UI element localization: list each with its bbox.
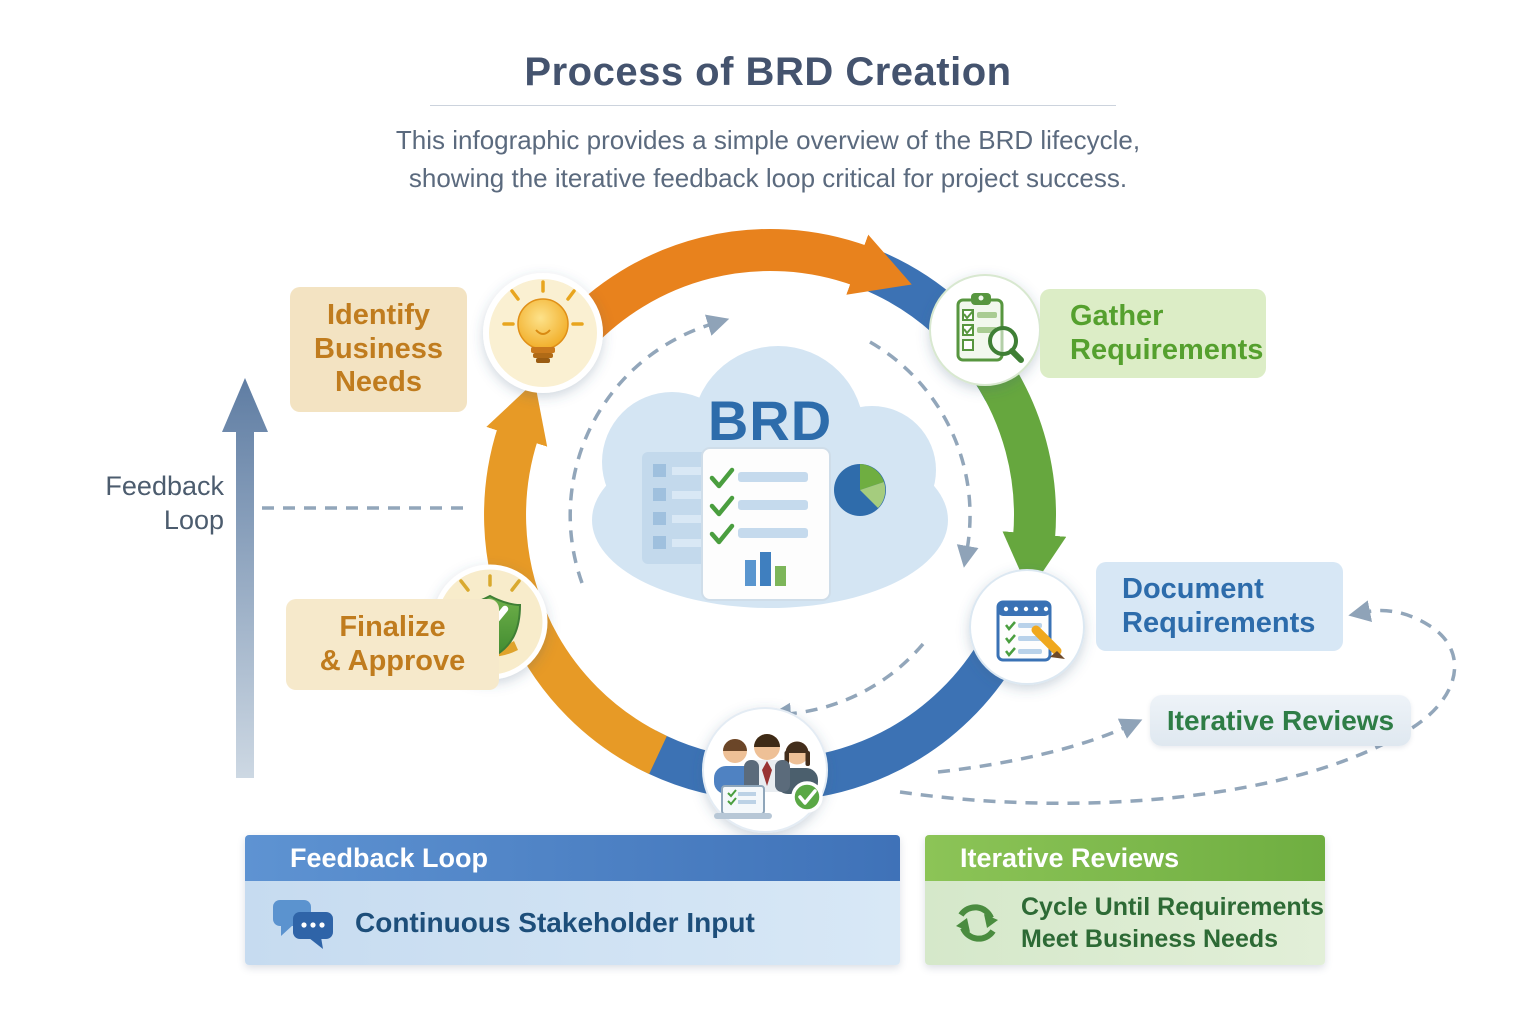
feedback-loop-panel-text: Continuous Stakeholder Input [355, 907, 755, 938]
stakeholders-people-icon [702, 707, 828, 833]
arrow-identify-to-gather [557, 228, 912, 353]
label-identify-business-needs: Identify Business Needs [290, 287, 467, 412]
brd-document-cloud-icon [592, 346, 948, 608]
feedback-loop-side-label: Feedback Loop [105, 471, 224, 535]
brd-center-label: BRD [707, 389, 833, 452]
label-finalize-approve: Finalize & Approve [286, 599, 499, 691]
label-document-requirements: Document Requirements [1096, 562, 1343, 652]
dashed-arrow-to-iterative-reviews [937, 718, 1143, 774]
iterative-reviews-panel-body: Cycle Until Requirements Meet Business N… [925, 881, 1325, 965]
feedback-loop-up-arrow [222, 378, 268, 778]
label-gather-requirements: Gather Requirements [1040, 289, 1266, 379]
chat-bubbles-icon [273, 900, 333, 949]
feedback-loop-panel-body: Continuous Stakeholder Input [245, 881, 900, 965]
feedback-loop-panel-header: Feedback Loop [245, 835, 900, 881]
inner-dashed-arrows [568, 314, 979, 725]
page-title: Process of BRD Creation [524, 50, 1012, 94]
iterative-reviews-panel-text: Cycle Until Requirements Meet Business N… [1021, 893, 1324, 953]
label-iterative-reviews: Iterative Reviews [1150, 695, 1411, 746]
arrow-gather-to-document [969, 350, 1067, 592]
iterative-reviews-panel: Iterative Reviews Cycle Until Requiremen… [925, 835, 1325, 965]
title-divider [430, 105, 1116, 106]
notepad-pencil-icon [969, 569, 1085, 685]
subtitle: This infographic provides a simple overv… [395, 125, 1141, 193]
recycle-arrows-icon [956, 904, 998, 942]
outer-dashed-connectors [262, 506, 1457, 806]
feedback-loop-panel: Feedback Loop Continuous Stakeholder Inp… [245, 835, 900, 965]
iterative-reviews-panel-header: Iterative Reviews [925, 835, 1325, 881]
clipboard-checklist-magnifier-icon [929, 274, 1041, 386]
lightbulb-icon [483, 273, 603, 393]
